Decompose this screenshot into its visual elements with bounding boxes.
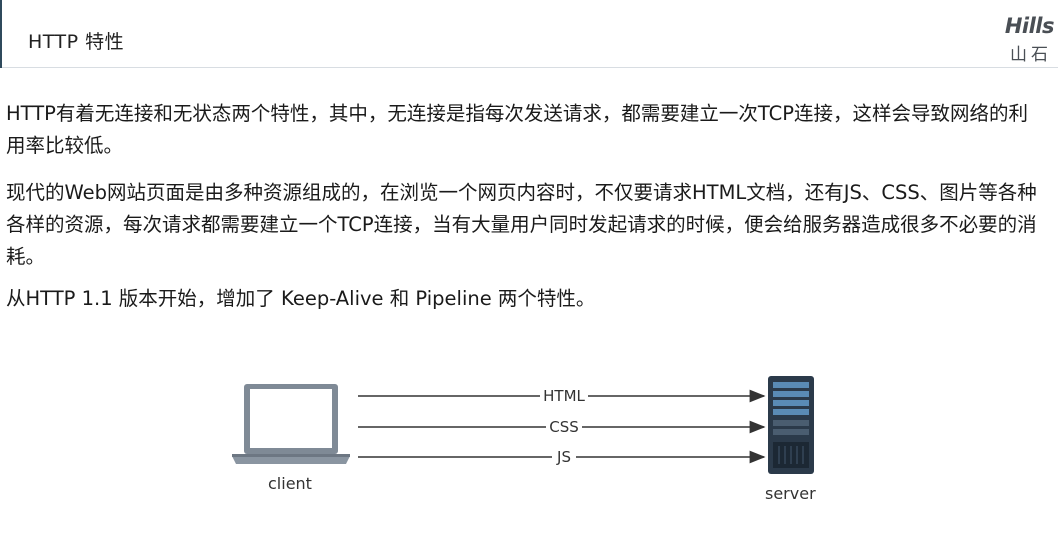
laptop-icon bbox=[232, 384, 350, 464]
logo-wordmark: Hills bbox=[1004, 14, 1055, 38]
client-label: client bbox=[268, 474, 312, 493]
accent-bar bbox=[0, 0, 2, 68]
server-icon bbox=[768, 376, 814, 474]
arrow-css: CSS bbox=[358, 418, 766, 436]
arrow-label-css: CSS bbox=[549, 418, 579, 436]
arrow-html: HTML bbox=[358, 387, 766, 405]
logo-chinese: 山石 bbox=[1010, 45, 1052, 65]
paragraph-web-resources: 现代的Web网站页面是由多种资源组成的，在浏览一个网页内容时，不仅要请求HTML… bbox=[6, 181, 1037, 268]
arrow-js: JS bbox=[358, 448, 766, 466]
paragraph-http11-features: 从HTTP 1.1 版本开始，增加了 Keep-Alive 和 Pipeline… bbox=[6, 287, 596, 310]
slide-title: HTTP 特性 bbox=[28, 31, 125, 53]
arrow-label-js: JS bbox=[556, 448, 571, 466]
http-request-diagram: HTML CSS JS bbox=[232, 376, 814, 474]
paragraph-connectionless: HTTP有着无连接和无状态两个特性，其中，无连接是指每次发送请求，都需要建立一次… bbox=[6, 102, 1029, 157]
hills-logo: Hills 山石 bbox=[1002, 14, 1055, 65]
arrow-label-html: HTML bbox=[543, 387, 585, 405]
slide-header: HTTP 特性 Hills 山石 bbox=[0, 0, 1058, 68]
server-label: server bbox=[765, 484, 816, 503]
